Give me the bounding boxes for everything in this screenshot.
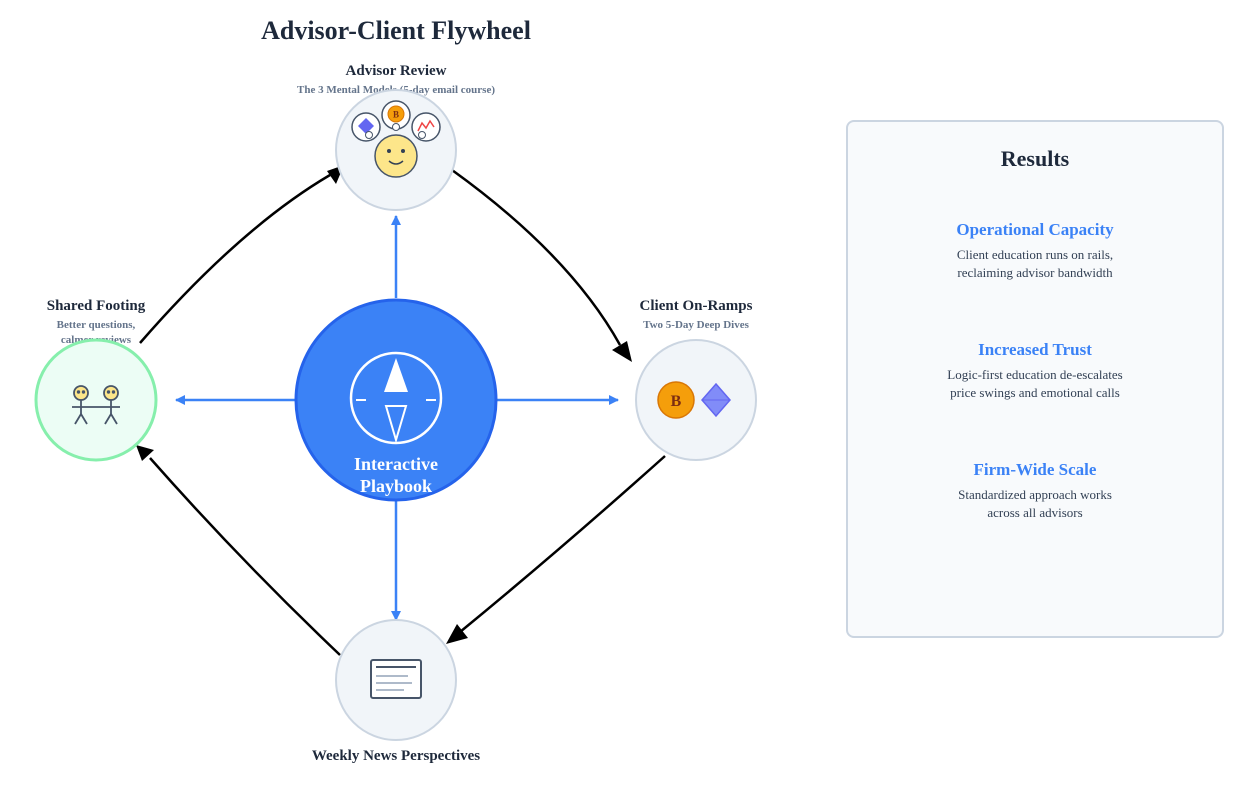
center-label-line1: Interactive	[354, 454, 438, 474]
smiley-face-icon	[374, 134, 418, 178]
result-description-line2: price swings and emotional calls	[950, 385, 1120, 400]
node-advisor-review-label: Advisor Review	[346, 63, 447, 79]
result-description: Logic-first education de-escalates price…	[920, 366, 1150, 402]
result-description: Client education runs on rails, reclaimi…	[920, 246, 1150, 282]
node-client-on-ramps[interactable]: Client On-Ramps Two 5-Day Deep Dives B	[635, 298, 757, 461]
center-label-line2: Playbook	[360, 476, 432, 496]
bitcoin-letter: B	[393, 110, 399, 120]
node-client-on-ramps-sub: Two 5-Day Deep Dives	[643, 319, 750, 331]
result-description-line2: across all advisors	[987, 505, 1083, 520]
result-increased-trust: Increased Trust Logic-first education de…	[848, 340, 1222, 402]
node-shared-footing-label: Shared Footing	[47, 298, 146, 314]
trend-chart-icon	[411, 112, 441, 142]
result-description-line1: Client education runs on rails,	[956, 247, 1114, 262]
arrowhead-left	[136, 445, 154, 461]
node-client-on-ramps-label: Client On-Ramps	[640, 298, 753, 314]
flow-arrow-left-to-top	[139, 173, 331, 344]
bitcoin-icon: B	[657, 381, 695, 419]
node-weekly-news-label: Weekly News Perspectives	[312, 748, 480, 764]
node-shared-footing-sub-line1: Better questions,	[57, 319, 136, 331]
node-shared-footing[interactable]: Shared Footing Better questions, calmer …	[34, 298, 158, 462]
ethereum-diamond-icon	[701, 382, 731, 418]
bitcoin-letter: B	[671, 393, 682, 410]
result-description: Standardized approach works across all a…	[920, 486, 1150, 522]
result-description-line1: Logic-first education de-escalates	[947, 367, 1123, 382]
people-holding-hands-icon	[72, 385, 120, 425]
result-description-line2: reclaiming advisor bandwidth	[957, 265, 1113, 280]
result-title: Firm-Wide Scale	[973, 460, 1097, 479]
flow-arrow-right-to-bottom	[459, 455, 666, 633]
results-heading: Results	[1000, 146, 1070, 171]
arrowhead-right	[612, 341, 632, 362]
results-panel: Results Operational Capacity Client educ…	[846, 120, 1224, 638]
flywheel-diagram: Advisor-Client Flywheel Interactive Play…	[34, 16, 757, 764]
flow-arrow-top-to-right	[451, 168, 622, 346]
arrowhead-bottom	[446, 624, 468, 644]
flow-arrows	[139, 168, 666, 656]
result-title: Operational Capacity	[956, 220, 1114, 239]
result-description-line1: Standardized approach works	[958, 487, 1112, 502]
result-firm-wide-scale: Firm-Wide Scale Standardized approach wo…	[848, 460, 1222, 522]
center-spokes	[175, 215, 619, 621]
node-advisor-review[interactable]: Advisor Review The 3 Mental Models (5-da…	[297, 63, 495, 211]
diamond-icon	[351, 112, 381, 142]
compass-icon	[349, 351, 443, 445]
node-weekly-news[interactable]: Weekly News Perspectives	[312, 619, 480, 764]
result-title: Increased Trust	[978, 340, 1092, 359]
diagram-title: Advisor-Client Flywheel	[261, 16, 531, 45]
newsletter-icon	[370, 659, 422, 699]
center-node[interactable]: Interactive Playbook	[294, 298, 498, 502]
result-operational-capacity: Operational Capacity Client education ru…	[848, 220, 1222, 282]
bitcoin-icon: B	[381, 100, 411, 131]
flow-arrow-bottom-to-left	[149, 457, 341, 656]
